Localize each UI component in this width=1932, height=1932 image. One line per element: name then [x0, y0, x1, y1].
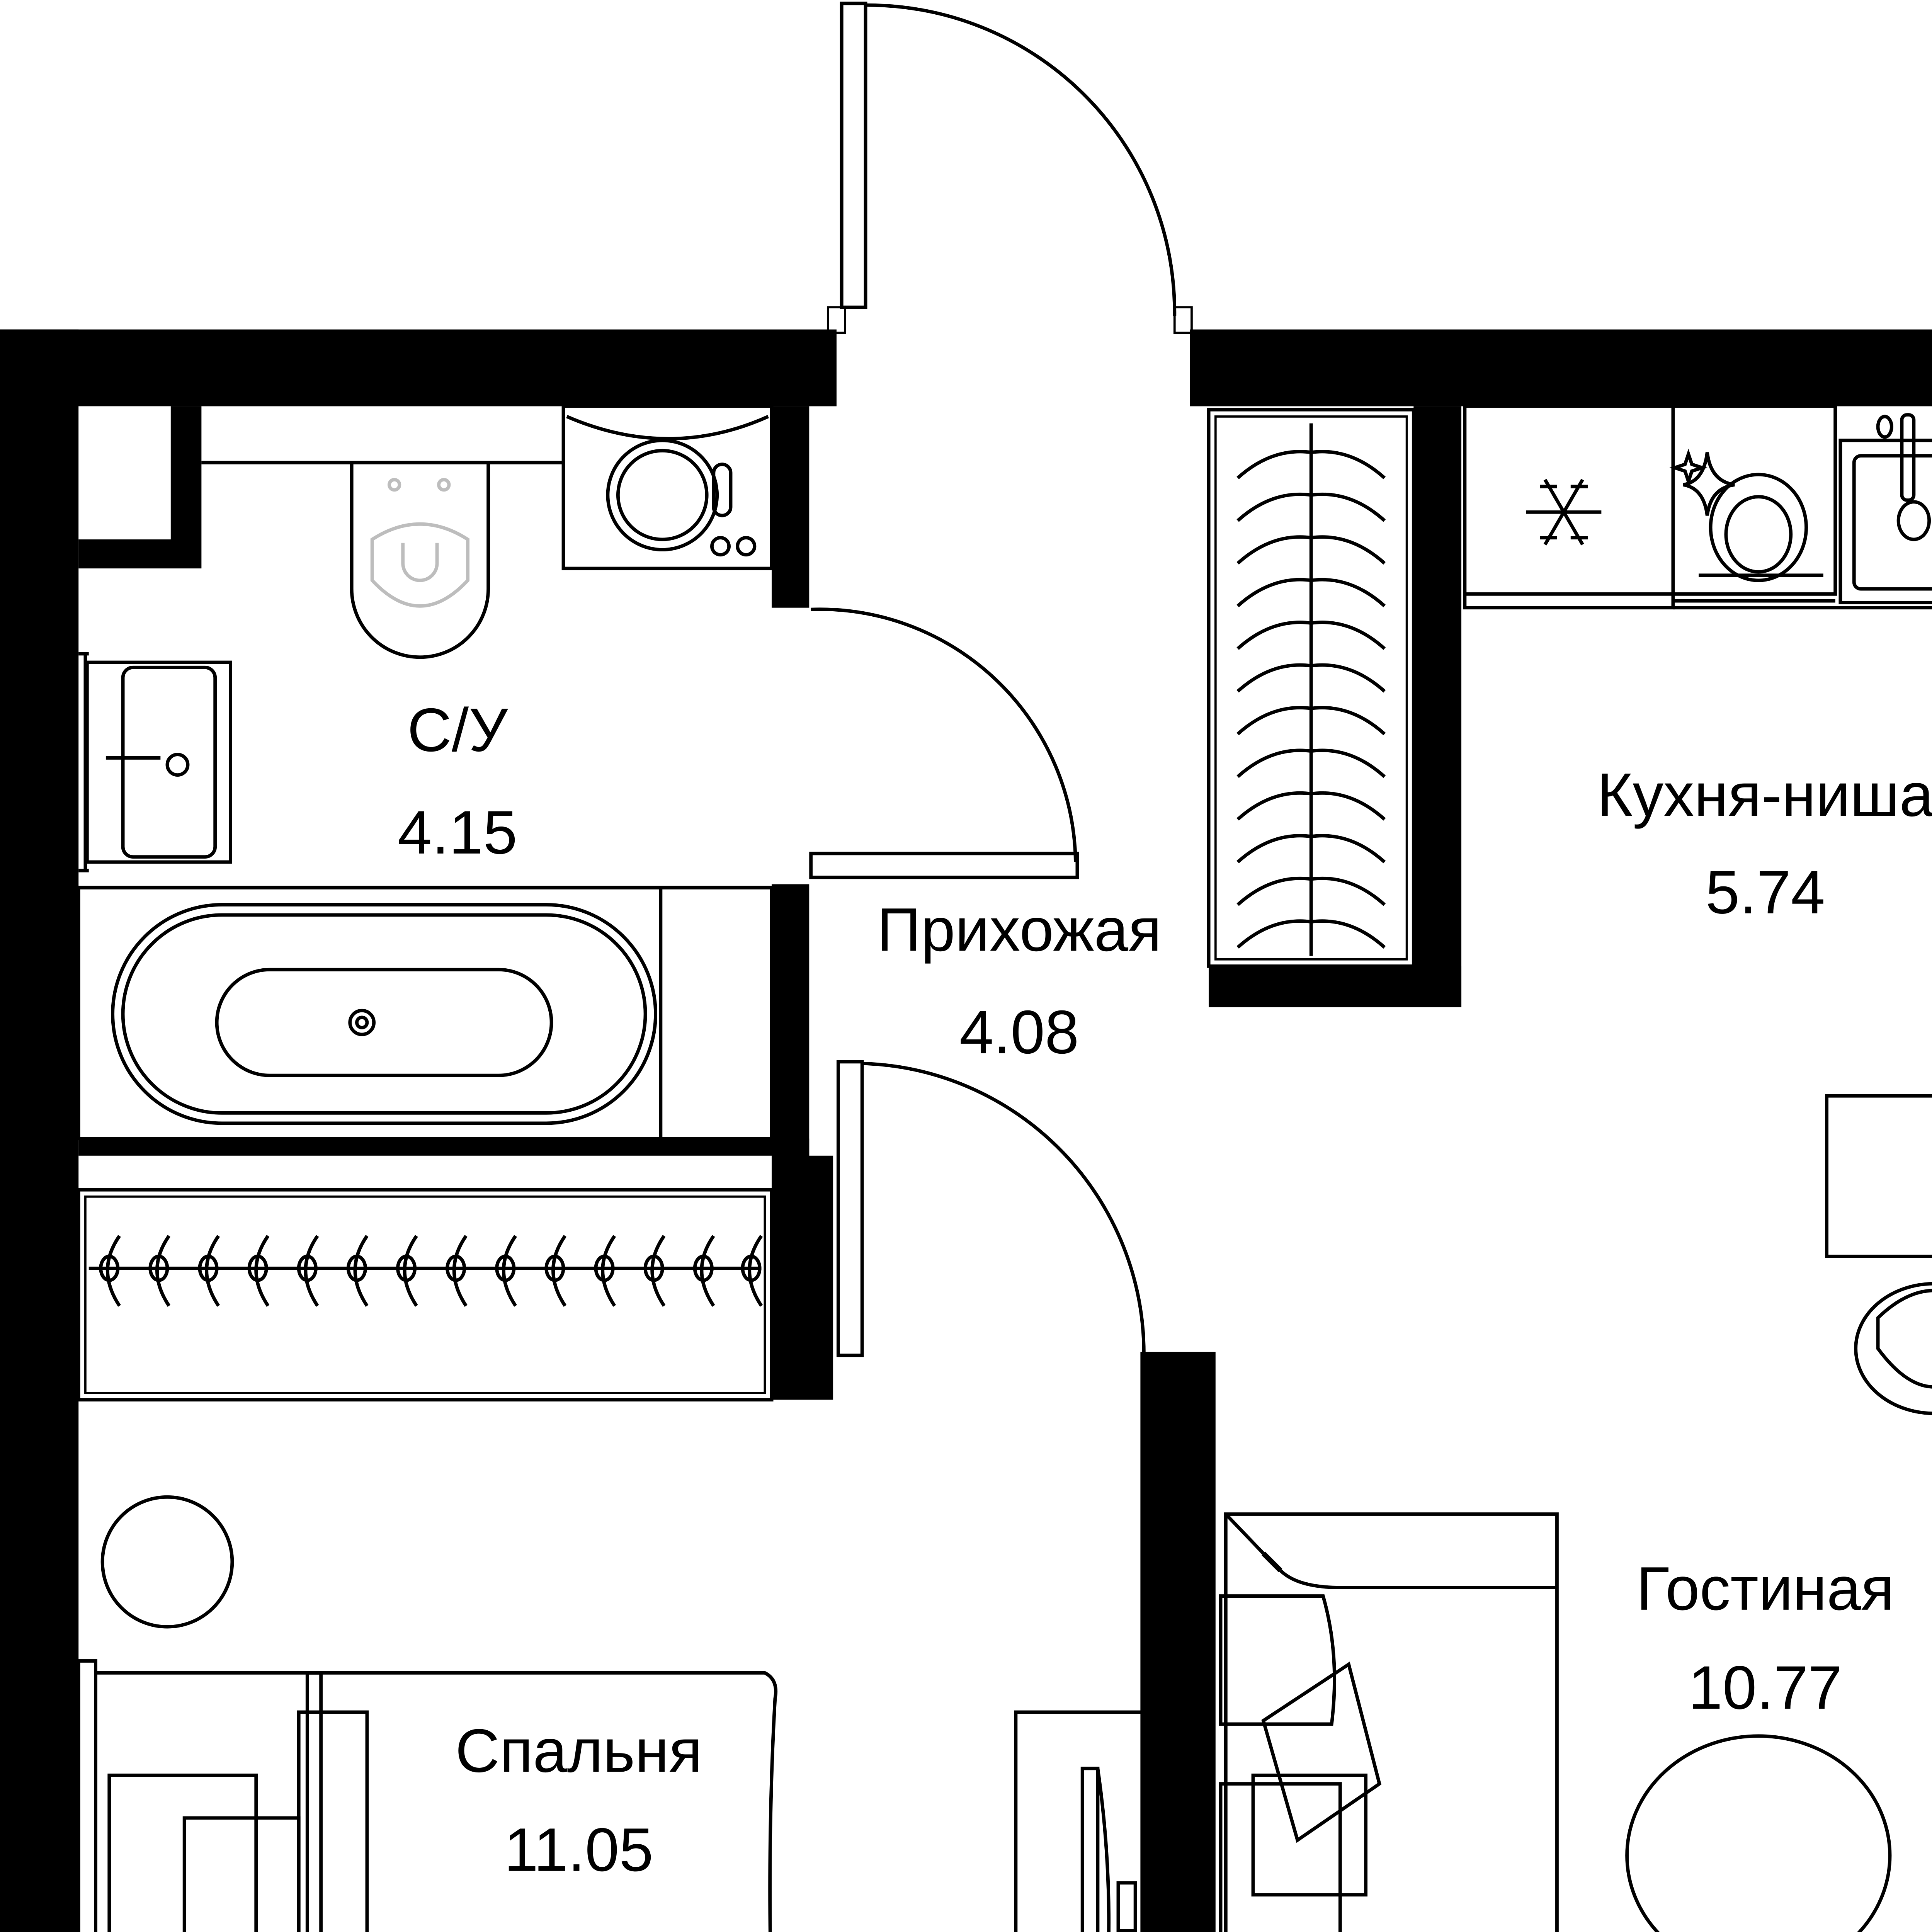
bathroom-door[interactable] — [809, 607, 1079, 879]
room-area: 10.77 — [1688, 1653, 1842, 1722]
bathroom-sink — [78, 652, 232, 872]
walls — [0, 329, 1932, 1932]
refrigerator — [1463, 405, 1675, 610]
room-area: 11.05 — [504, 1815, 653, 1884]
room-name: Кухня-ниша — [1597, 760, 1932, 829]
nightstand — [100, 1495, 234, 1629]
room-label-bathroom: С/У 4.15 — [398, 696, 517, 867]
bedroom-tv-stand — [1014, 1710, 1151, 1932]
snowflake-icon — [1526, 479, 1602, 546]
room-area: 5.74 — [1706, 857, 1825, 926]
dishwasher — [1669, 405, 1837, 603]
sofa — [1219, 1512, 1559, 1932]
hallway-wardrobe — [1207, 408, 1415, 968]
room-label-living: Гостиная 10.77 — [1636, 1554, 1895, 1722]
hangers — [99, 1235, 763, 1307]
bedroom-door[interactable] — [836, 1060, 1146, 1359]
bedroom-wardrobe — [77, 1188, 774, 1401]
room-label-hallway: Прихожая 4.08 — [877, 895, 1162, 1066]
room-name: С/У — [407, 696, 508, 764]
room-name: Прихожая — [877, 895, 1162, 964]
round-coffee-table — [1625, 1734, 1892, 1932]
toilet — [350, 463, 490, 659]
bar-stool — [1854, 1282, 1932, 1415]
double-bed — [77, 1659, 778, 1932]
room-name: Спальня — [455, 1716, 702, 1785]
bar-counter — [1825, 1094, 1932, 1258]
bathtub — [77, 886, 774, 1141]
entrance-door[interactable] — [827, 2, 1193, 334]
room-area: 4.15 — [398, 798, 517, 867]
room-area: 4.08 — [959, 998, 1079, 1066]
room-label-bedroom: Спальня 11.05 — [455, 1716, 702, 1884]
room-label-kitchen: Кухня-ниша 5.74 — [1597, 760, 1932, 927]
washing-machine — [561, 405, 774, 570]
sparkle-icon — [1683, 452, 1735, 516]
room-name: Гостиная — [1636, 1554, 1895, 1623]
kitchen-sink — [1838, 413, 1932, 604]
